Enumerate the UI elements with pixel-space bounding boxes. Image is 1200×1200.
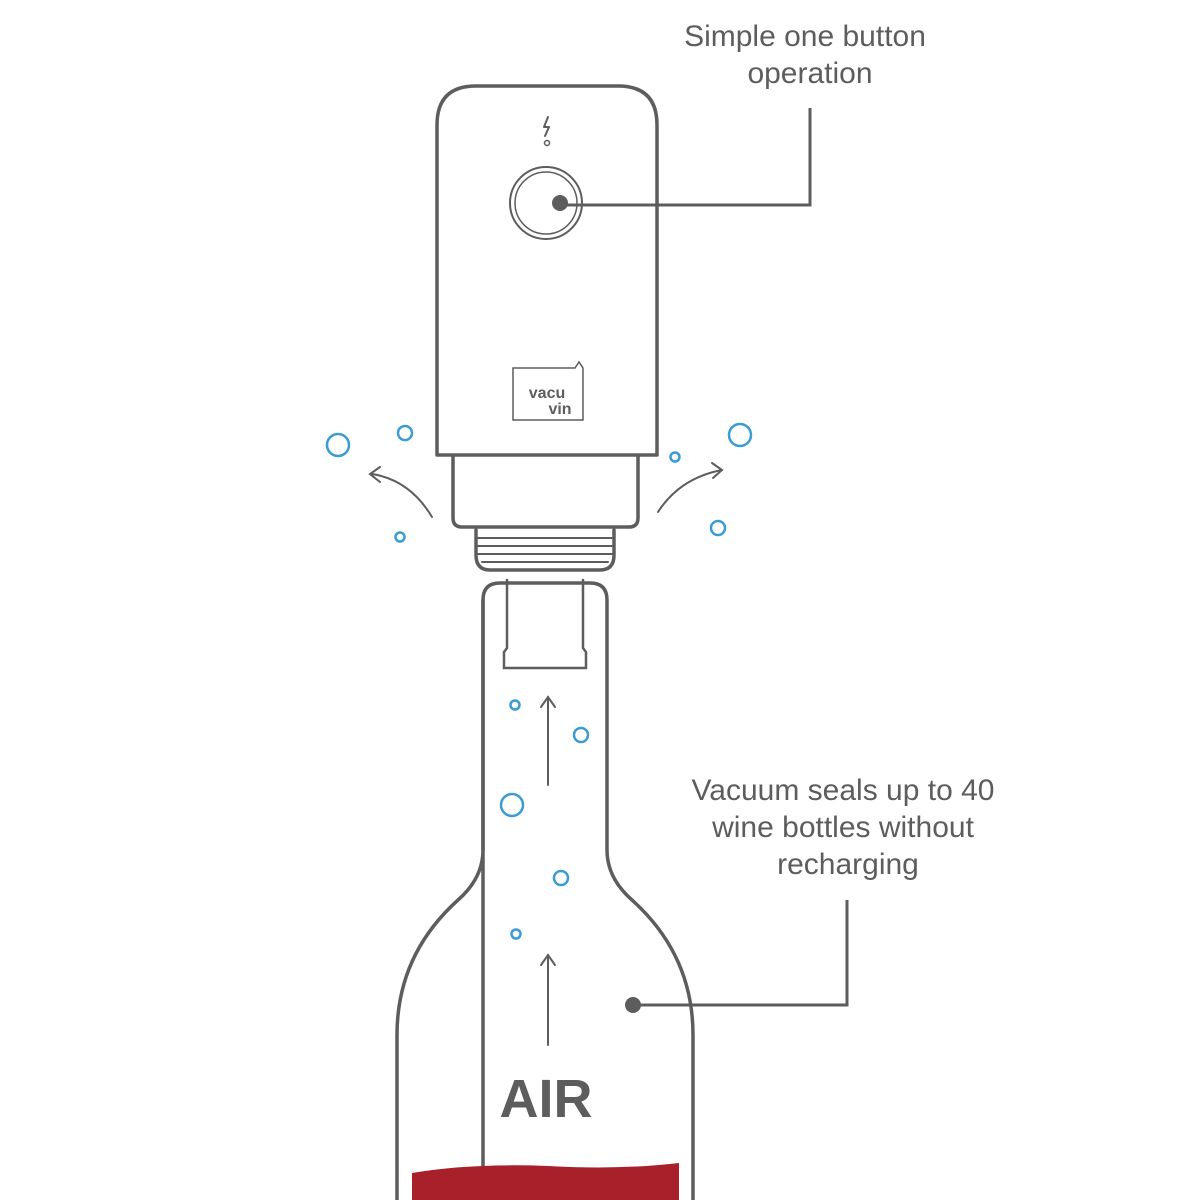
air-bubble [509, 699, 521, 711]
air-bubble [396, 424, 414, 442]
stopper [502, 578, 588, 670]
callout-button-line2: operation [747, 57, 872, 90]
air-bubble [325, 432, 351, 458]
wine-bottle [395, 581, 695, 1200]
up-arrow-icon [540, 695, 556, 786]
pump-nozzle [474, 528, 616, 572]
vacu-vin-logo: vacu vin [512, 360, 584, 421]
callout-vacuum-line3: recharging [777, 848, 919, 881]
callout-vacuum-line2: wine bottles without [711, 811, 974, 844]
power-button-outer [509, 166, 583, 240]
air-label: AIR [500, 1069, 593, 1129]
lightning-bolt-icon [543, 116, 550, 137]
air-bubble [510, 928, 522, 940]
up-arrow-icon [540, 953, 556, 1046]
air-bubble [394, 531, 406, 543]
exhaust-arrow-right-icon [657, 462, 724, 513]
exhaust-arrow-left-icon [368, 466, 433, 518]
air-bubbles [325, 422, 753, 940]
logo-line2: vin [548, 401, 571, 418]
air-bubble [499, 792, 525, 818]
pump-body [435, 84, 659, 457]
logo-line1: vacu [529, 385, 565, 402]
power-button-dot [552, 195, 568, 211]
air-bubble [572, 726, 590, 744]
vacuum-leader-line [634, 900, 849, 1007]
charge-led [543, 139, 551, 147]
power-button-inner [514, 171, 578, 235]
air-bubble [709, 519, 727, 537]
air-bubble [669, 451, 681, 463]
pump-collar [451, 455, 640, 529]
air-bubble [552, 869, 570, 887]
callout-button-line1: Simple one button [684, 20, 926, 53]
callout-vacuum-line1: Vacuum seals up to 40 [692, 774, 995, 807]
button-leader-line [560, 108, 812, 207]
air-bubble [727, 422, 753, 448]
vacuum-leader-dot [625, 997, 641, 1013]
wine-fill [412, 1163, 679, 1200]
